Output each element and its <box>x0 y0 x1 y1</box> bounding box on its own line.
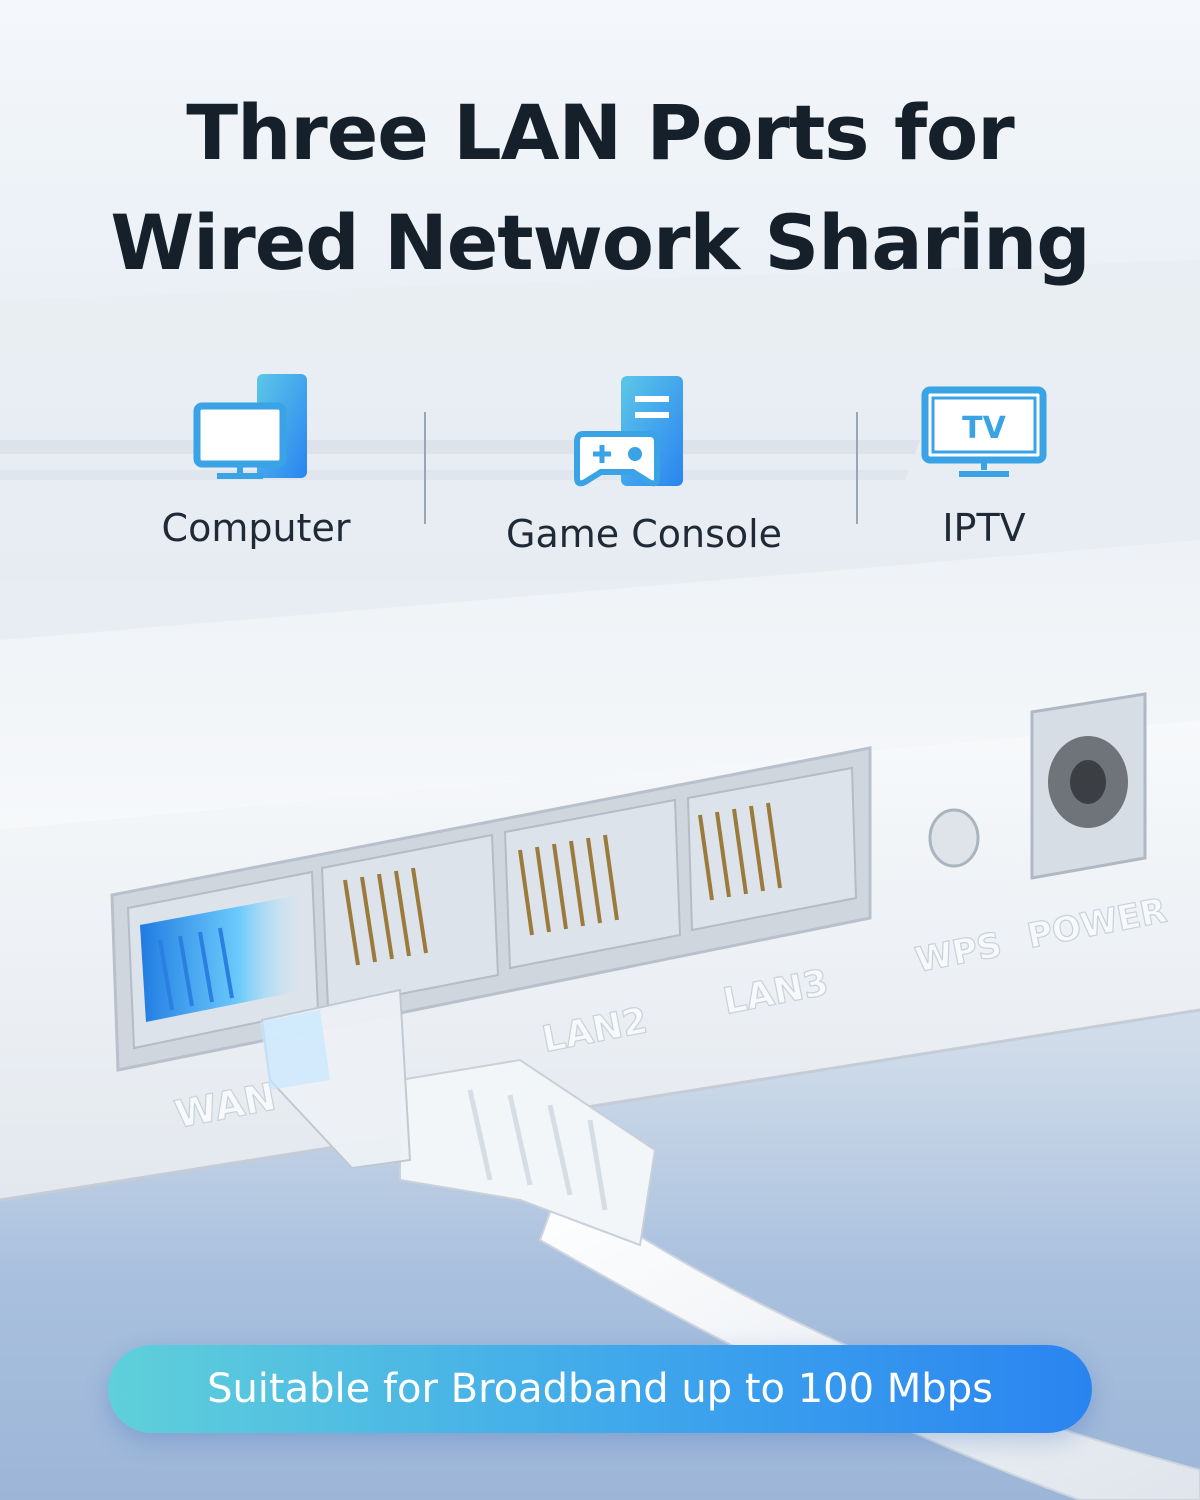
lan2-port <box>503 798 682 970</box>
divider <box>424 412 426 524</box>
device-iptv: TV IPTV <box>854 372 1114 550</box>
device-game-console: Game Console <box>506 372 783 556</box>
game-console-icon <box>574 376 683 487</box>
tv-icon-text: TV <box>962 411 1006 446</box>
device-label-iptv: IPTV <box>942 506 1026 550</box>
device-computer: Computer <box>126 372 386 550</box>
speed-banner: Suitable for Broadband up to 100 Mbps <box>108 1345 1092 1433</box>
wps-button <box>928 808 980 868</box>
computer-monitor-icon <box>193 374 307 479</box>
speed-banner-text: Suitable for Broadband up to 100 Mbps <box>207 1366 993 1412</box>
power-jack <box>1030 692 1147 880</box>
headline-line-1: Three LAN Ports for <box>186 88 1014 177</box>
router-top <box>0 540 1200 830</box>
headline: Three LAN Ports for Wired Network Sharin… <box>0 78 1200 298</box>
tv-icon: TV <box>921 386 1047 477</box>
lan3-port <box>686 766 858 932</box>
divider <box>856 412 858 524</box>
lan1-port <box>320 833 500 1010</box>
wan-port <box>126 870 320 1050</box>
device-label-game-console: Game Console <box>506 512 783 556</box>
device-label-computer: Computer <box>161 506 351 550</box>
headline-line-2: Wired Network Sharing <box>110 198 1090 287</box>
